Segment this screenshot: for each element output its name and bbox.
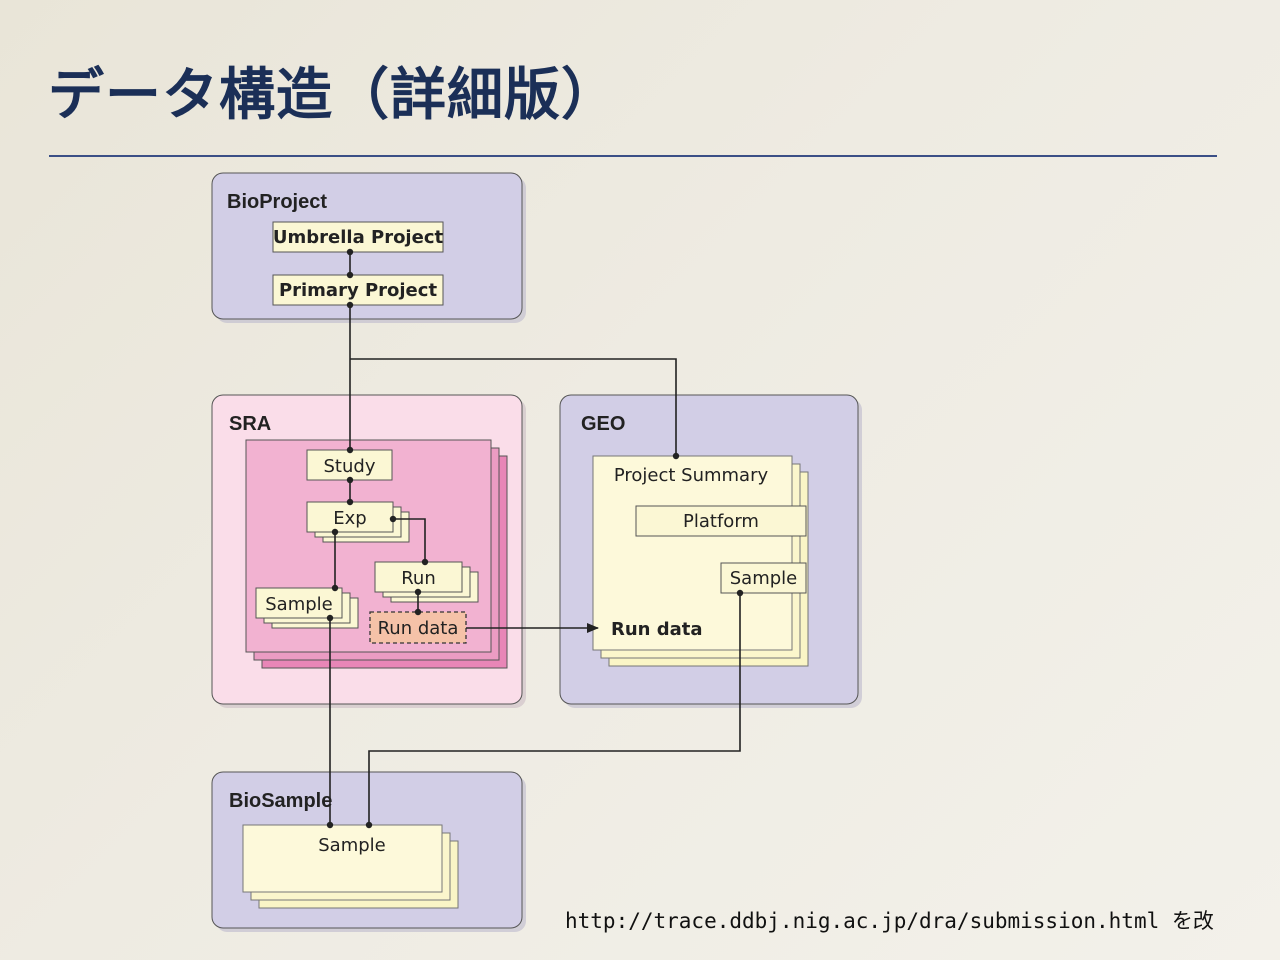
geo-label: GEO (581, 413, 625, 435)
bioproject-label: BioProject (227, 191, 327, 213)
geo-sample-to-biosample-line (368, 593, 741, 825)
run-data-label: Run data (378, 618, 459, 639)
biosample-stack (242, 824, 459, 909)
sra-sample-box: Sample (255, 587, 359, 629)
title-divider (49, 155, 1217, 157)
primary-to-geo-line (350, 358, 677, 456)
geo-run-data-label: Run data (611, 619, 703, 640)
primary-project-box: Primary Project (272, 274, 444, 306)
sra-label: SRA (229, 413, 271, 435)
biosample-label: BioSample (229, 790, 332, 812)
run-label: Run (401, 568, 436, 589)
connectors (329, 252, 741, 825)
geo-sample-label: Sample (730, 568, 798, 589)
platform-box: Platform (635, 505, 807, 537)
run-data-box: Run data (369, 611, 467, 644)
sra-sample-label: Sample (265, 594, 333, 615)
geo-sample-box: Sample (720, 562, 807, 594)
platform-label: Platform (683, 511, 759, 532)
primary-project-label: Primary Project (279, 280, 438, 301)
umbrella-project-box: Umbrella Project (272, 221, 444, 253)
page-title: データ構造（詳細版） (48, 63, 618, 128)
exp-label: Exp (333, 508, 366, 529)
study-box: Study (306, 449, 393, 481)
exp-to-run-line (393, 518, 426, 562)
project-summary-label: Project Summary (614, 465, 769, 486)
junction-dots (326, 248, 744, 829)
biosample-sample-label: Sample (318, 835, 386, 856)
run-box: Run (374, 561, 479, 603)
umbrella-project-label: Umbrella Project (273, 227, 444, 248)
exp-box: Exp (306, 501, 410, 543)
geo-stack (592, 455, 809, 667)
source-citation: http://trace.ddbj.nig.ac.jp/dra/submissi… (565, 909, 1214, 933)
study-label: Study (324, 456, 376, 477)
